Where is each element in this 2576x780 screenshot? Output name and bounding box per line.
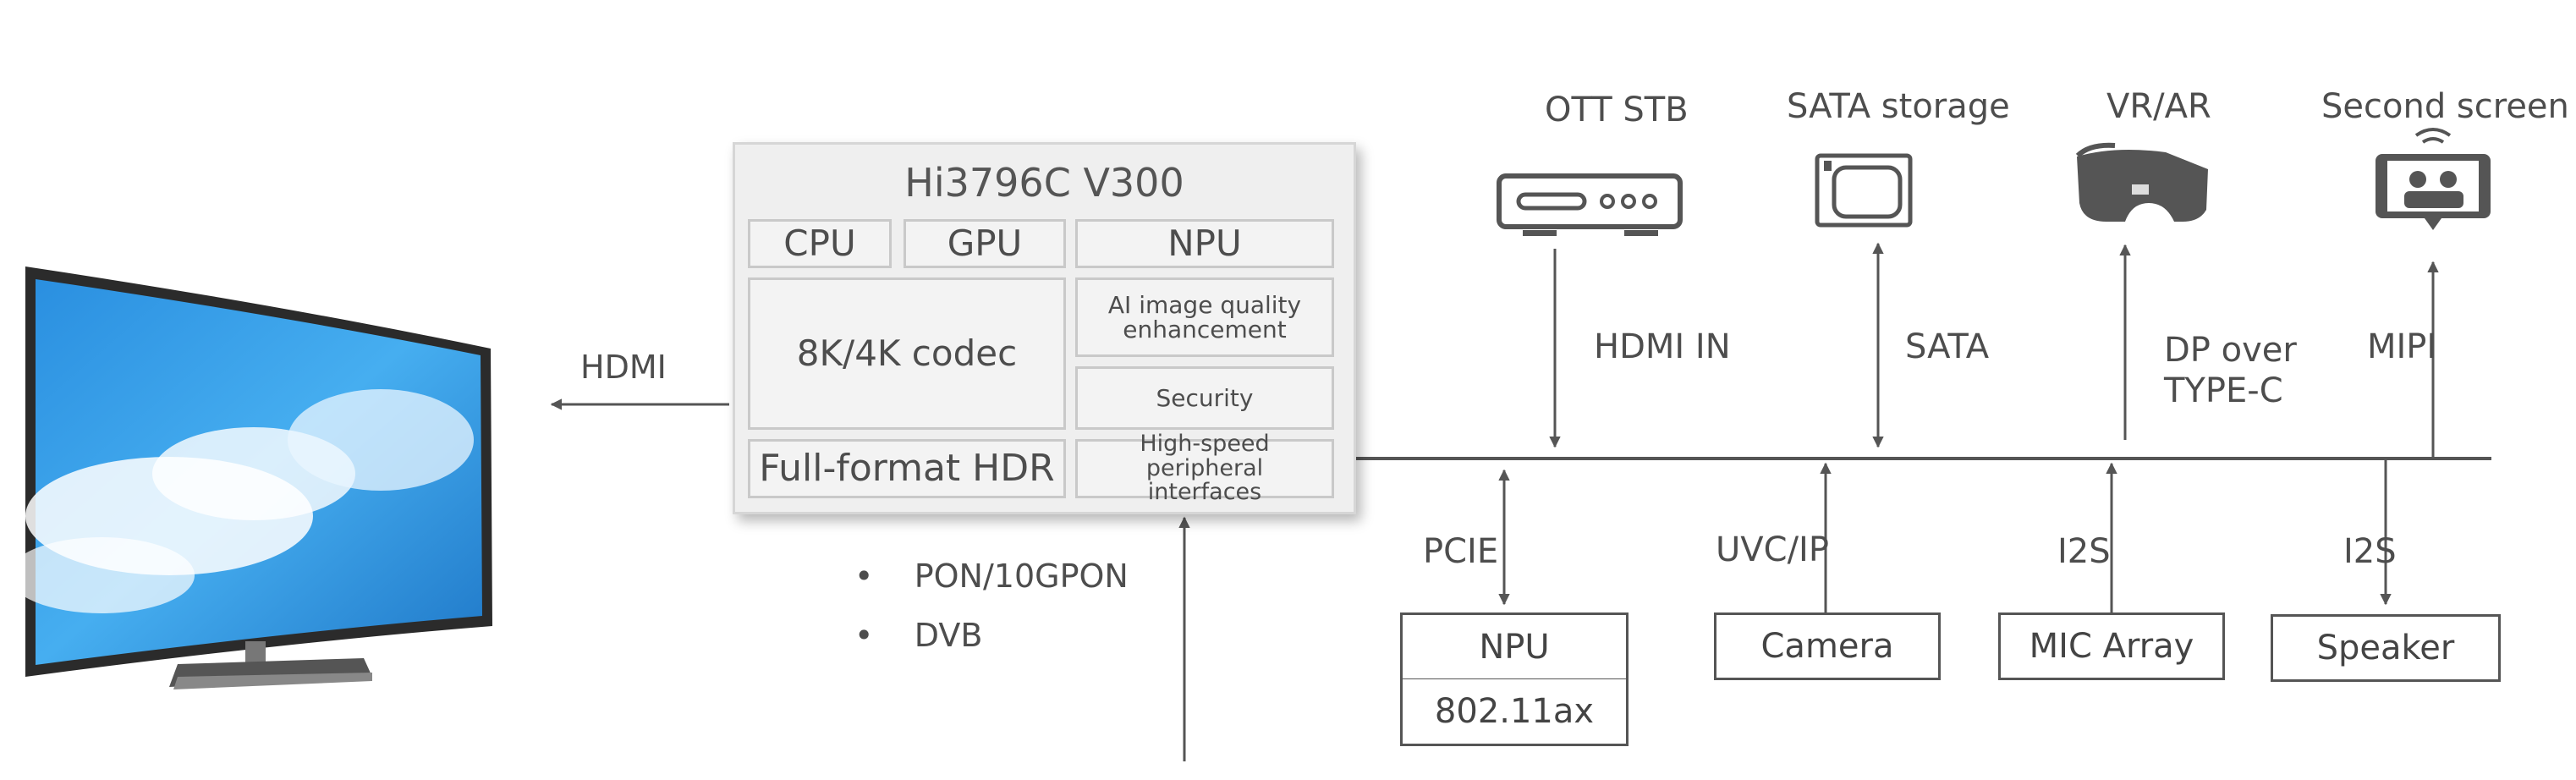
uvc-ip-link-label: UVC/IP xyxy=(1716,530,1829,569)
dp-type-c-link-label: DP over TYPE-C xyxy=(2164,331,2297,410)
ai-enhancement-block: AI image quality enhancement xyxy=(1075,277,1334,357)
soc-chip-block: Hi3796C V300 CPU GPU NPU 8K/4K codec AI … xyxy=(733,142,1356,514)
camera-device-box: Camera xyxy=(1714,612,1941,680)
hdmi-link-label: HDMI xyxy=(580,349,667,386)
ott-stb-label: OTT STB xyxy=(1545,91,1689,129)
storage-drive-icon xyxy=(1815,153,1913,228)
i2s-mic-link-label: I2S xyxy=(2057,532,2111,571)
bullet-text: DVB xyxy=(914,617,983,654)
cpu-block: CPU xyxy=(748,219,892,268)
sata-storage-label: SATA storage xyxy=(1787,87,2010,126)
i2s-speaker-link-label: I2S xyxy=(2343,532,2397,571)
wifi-802-11ax-box: 802.11ax xyxy=(1400,678,1629,746)
vr-headset-icon xyxy=(2075,142,2208,222)
gpu-block: GPU xyxy=(904,219,1066,268)
mipi-link-label: MIPI xyxy=(2367,327,2437,366)
pcie-link-label: PCIE xyxy=(1423,532,1499,571)
tablet-screen-icon xyxy=(2376,128,2491,230)
hdmi-in-link-label: HDMI IN xyxy=(1594,327,1731,366)
codec-block: 8K/4K codec xyxy=(748,277,1066,430)
hdr-block: Full-format HDR xyxy=(748,439,1066,498)
peripheral-interfaces-block: High-speed peripheral interfaces xyxy=(1075,432,1334,504)
bullet-text: PON/10GPON xyxy=(914,558,1129,595)
security-block: Security xyxy=(1075,366,1334,430)
sata-link-label: SATA xyxy=(1905,327,1990,366)
npu-block: NPU xyxy=(1075,219,1334,268)
npu-device-box: NPU xyxy=(1400,612,1629,680)
soc-title: Hi3796C V300 xyxy=(904,160,1184,206)
bullet-list-item: • PON/10GPON xyxy=(854,558,1129,595)
mic-array-device-box: MIC Array xyxy=(1998,612,2225,680)
bullet-list-item: • DVB xyxy=(854,617,983,654)
curved-tv-icon xyxy=(8,266,492,689)
set-top-box-icon xyxy=(1497,173,1683,236)
speaker-device-box: Speaker xyxy=(2271,614,2501,682)
second-screen-label: Second screen xyxy=(2321,87,2569,126)
vr-ar-label: VR/AR xyxy=(2106,87,2211,126)
